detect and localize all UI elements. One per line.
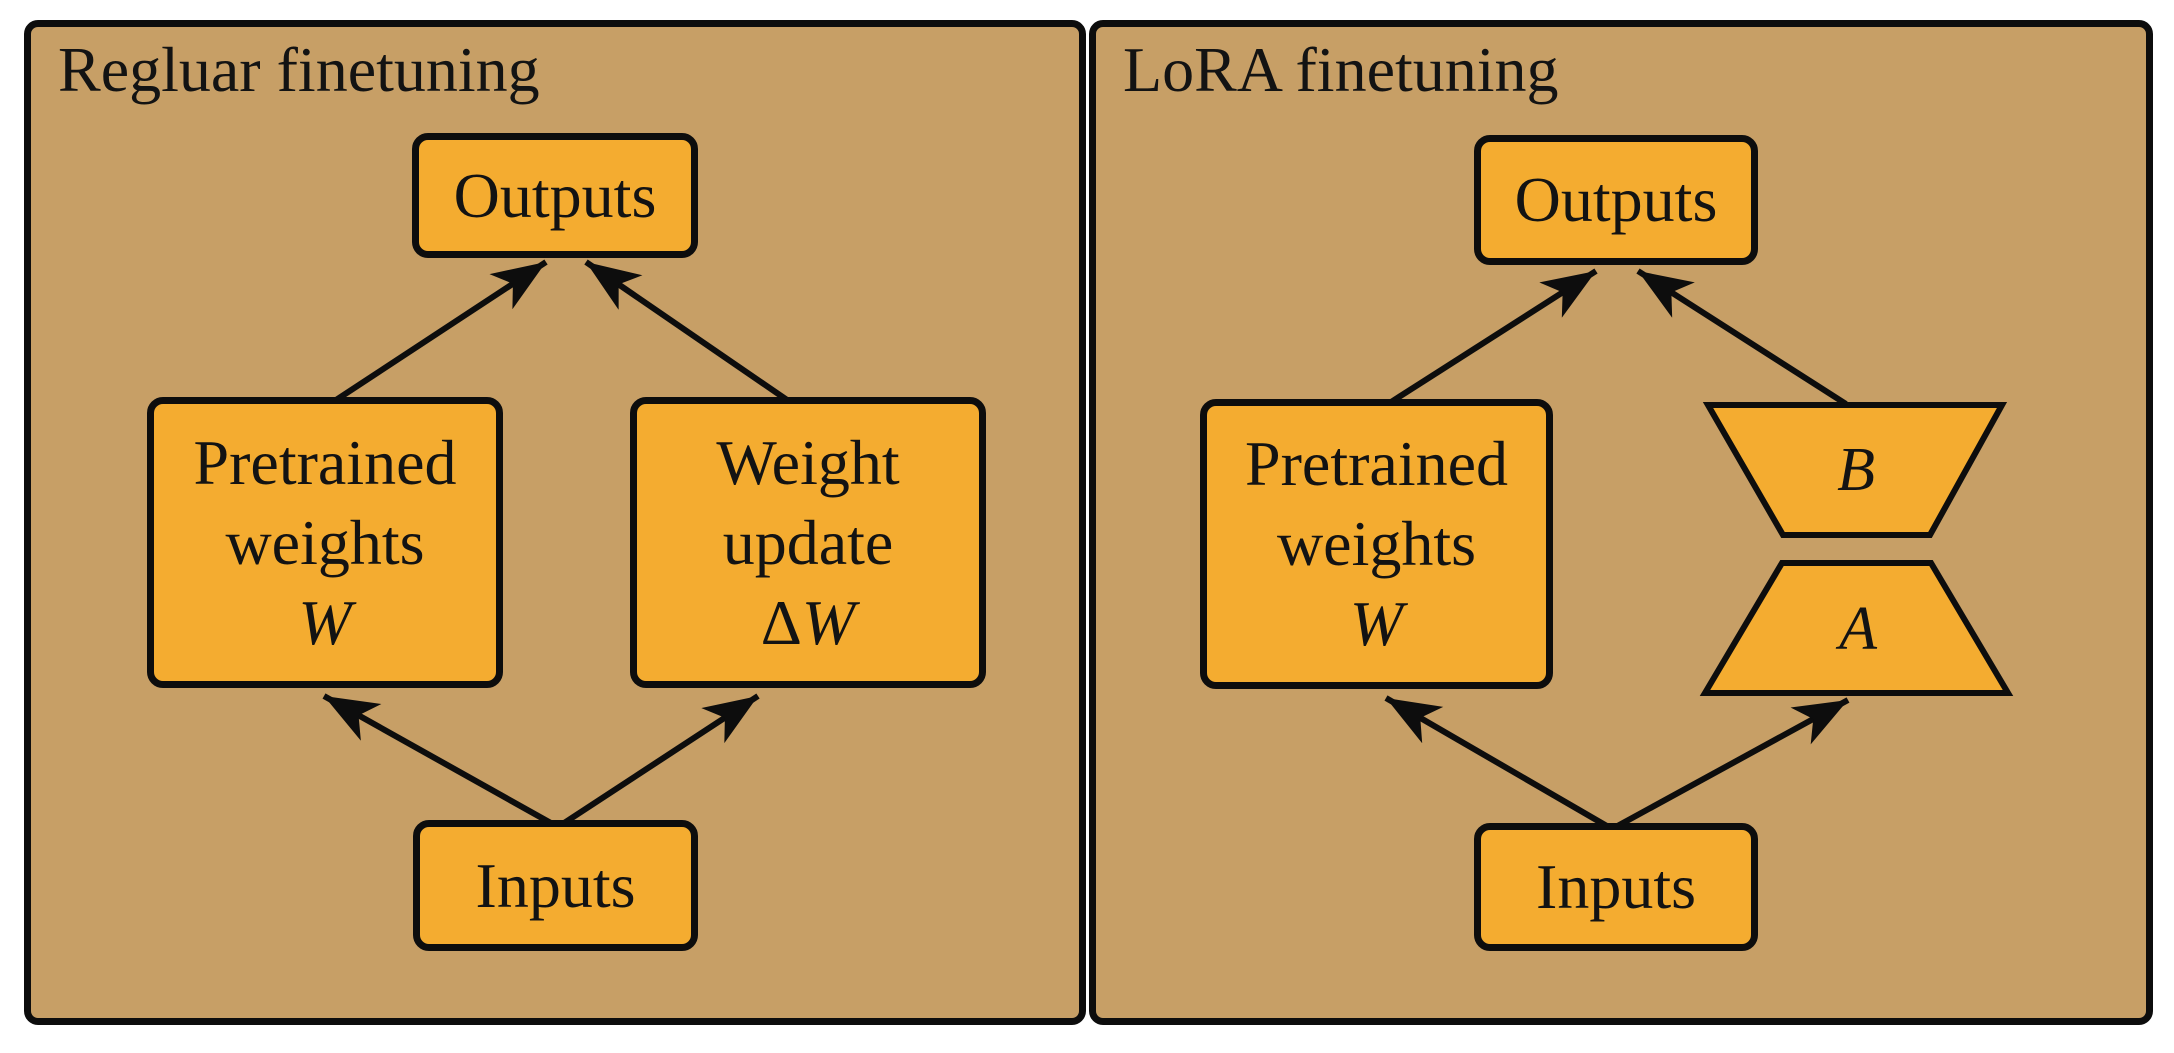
pretrained-symbol-right: W	[1349, 588, 1404, 659]
weight-update-symbol: W	[801, 586, 856, 658]
matrix-b-label: B	[1837, 436, 1875, 504]
inputs-label-left: Inputs	[475, 849, 636, 921]
arrow-pretrained-to-outputs-left	[331, 259, 548, 405]
arrow-inputs-to-pretrained-left	[322, 693, 560, 830]
pretrained-line1-left: Pretrained	[193, 426, 457, 498]
inputs-label-right: Inputs	[1536, 851, 1696, 922]
matrix-a-label: A	[1839, 595, 1877, 663]
matrix-b-trapezoid	[1702, 402, 2008, 538]
weight-update-line2: update	[722, 506, 894, 578]
arrow-inputs-to-weight-update	[556, 693, 760, 830]
pretrained-weights-node-right: Pretrained weights W	[1200, 399, 1553, 689]
weight-update-node: Weight update ΔW	[630, 397, 986, 688]
inputs-node-right: Inputs	[1474, 823, 1758, 951]
lora-finetuning-title: LoRA finetuning	[1123, 34, 1559, 105]
arrow-weight-update-to-outputs	[584, 259, 792, 405]
pretrained-line1-right: Pretrained	[1245, 428, 1508, 499]
outputs-label-right: Outputs	[1514, 164, 1718, 235]
weight-update-symbol-row: ΔW	[761, 583, 855, 663]
outputs-node-right: Outputs	[1474, 135, 1758, 265]
pretrained-line2-right: weights	[1276, 508, 1477, 579]
weight-update-line1: Weight	[716, 426, 900, 498]
arrow-inputs-to-pretrained-right	[1384, 695, 1614, 832]
pretrained-symbol-left: W	[298, 586, 352, 658]
arrow-inputs-to-matrix-a	[1610, 697, 1850, 832]
outputs-node-left: Outputs	[412, 133, 698, 258]
delta-symbol: Δ	[760, 586, 802, 658]
outputs-label-left: Outputs	[453, 159, 657, 231]
matrix-a-trapezoid	[1699, 560, 2014, 696]
arrow-matrix-b-to-outputs	[1636, 268, 1848, 407]
arrow-pretrained-to-outputs-right	[1386, 268, 1598, 407]
pretrained-line2-left: weights	[225, 506, 425, 578]
regular-finetuning-title: Regluar finetuning	[58, 34, 540, 105]
pretrained-weights-node-left: Pretrained weights W	[147, 397, 503, 688]
inputs-node-left: Inputs	[413, 820, 698, 951]
